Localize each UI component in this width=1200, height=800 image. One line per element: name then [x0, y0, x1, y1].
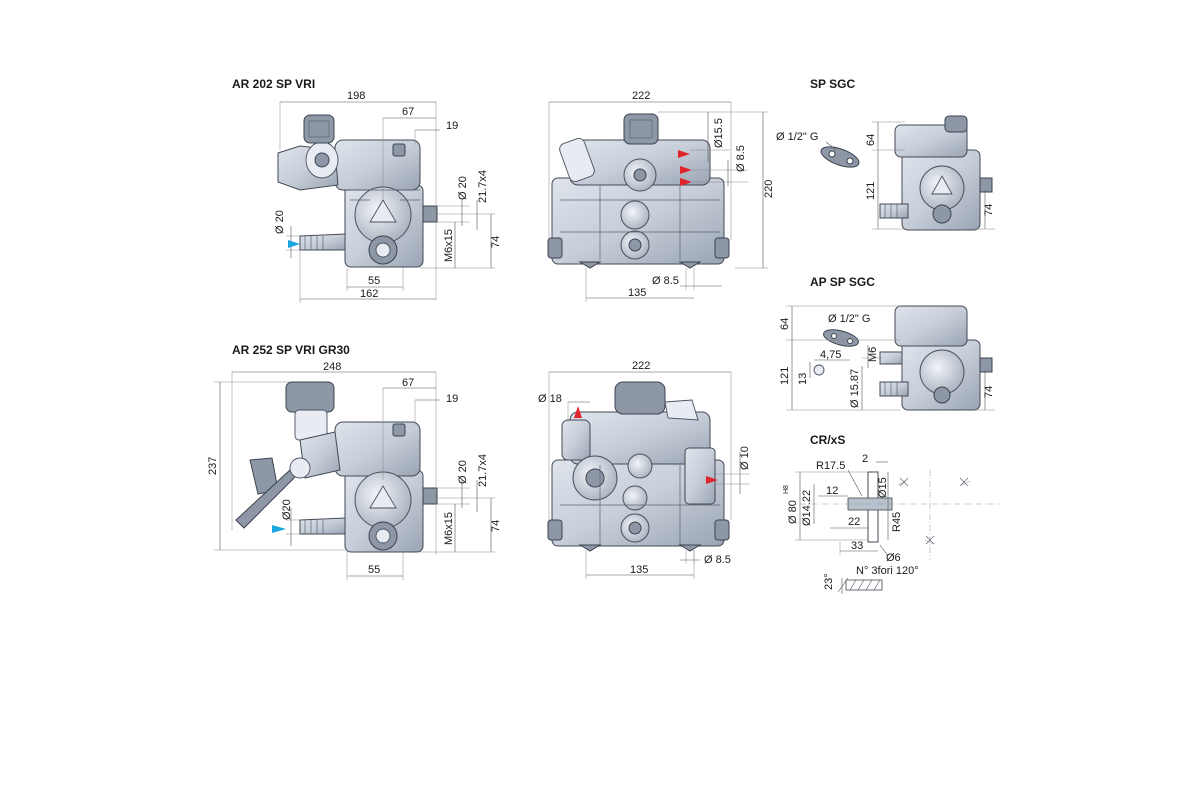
cr-xs-dim-12: 12	[826, 485, 838, 497]
ap-sp-sgc-dim-d15-87: Ø 15.87	[849, 369, 861, 408]
cr-xs-flange-drawing	[800, 470, 1000, 591]
ar202-front-dim-220: 220	[763, 180, 775, 198]
ar252-pump-side-view	[235, 381, 438, 553]
ar202-front-dim-222: 222	[632, 90, 650, 102]
ar252-front-group: 222 Ø 18 Ø 10 Ø 8.5 135	[538, 360, 751, 579]
sp-sgc-dim-port: Ø 1/2" G	[776, 131, 818, 143]
cr-xs-group: CR/xS 2 R17.5 12 Ø15 Ø 80 H8	[783, 433, 1000, 594]
sp-sgc-title: SP SGC	[810, 77, 855, 91]
ar252-dimensions: 248 67 19 237 Ø 20 21.7x4 Ø20 M6x15	[207, 361, 502, 580]
cr-xs-dim-33: 33	[851, 540, 863, 552]
ar202-front-dim-d8-5h: Ø 8.5	[652, 275, 679, 287]
ar252-front-dim-d8-5: Ø 8.5	[704, 554, 731, 566]
ar252-front-dimensions: 222 Ø 18 Ø 10 Ø 8.5 135	[538, 360, 751, 579]
ar202-dim-67: 67	[402, 106, 414, 118]
cr-xs-dim-tol: H8	[783, 485, 790, 494]
ar252-front-dim-d18: Ø 18	[538, 393, 562, 405]
ar252-dim-d20b: Ø20	[281, 499, 293, 520]
ar202-dim-d20a: Ø 20	[457, 176, 469, 200]
ap-sp-sgc-dim-74: 74	[983, 386, 995, 398]
cr-xs-dimensions: 2 R17.5 12 Ø15 Ø 80 H8 Ø14.22 22 R45 33 …	[783, 453, 919, 594]
sp-sgc-dimensions: Ø 1/2" G 64 121 74	[776, 121, 995, 230]
cr-xs-dim-d80: Ø 80	[787, 500, 799, 524]
ar202-dimensions: 198 67 19 Ø 20 21.7x4 Ø 20 M6x15 74	[274, 90, 502, 303]
ar202-dim-198: 198	[347, 90, 365, 102]
ar252-inlet-arrow	[272, 525, 286, 533]
ar202-dim-19: 19	[446, 120, 458, 132]
ar252-front-dim-222: 222	[632, 360, 650, 372]
ar252-pump-front-view	[547, 381, 730, 552]
ar202-group: AR 202 SP VRI 198	[232, 77, 502, 303]
ar202-dim-162: 162	[360, 288, 378, 300]
sp-sgc-dim-121: 121	[865, 182, 877, 200]
ar202-front-dim-d8-5v: Ø 8.5	[735, 145, 747, 172]
sp-sgc-group: SP SGC Ø 1/2" G 64 121	[776, 77, 995, 231]
ar202-title: AR 202 SP VRI	[232, 77, 315, 91]
ap-sp-sgc-group: AP SP SGC 64 Ø 1/2" G 4,75 M6	[779, 275, 995, 411]
ar202-dim-thread: 21.7x4	[477, 170, 489, 203]
ar202-dim-74: 74	[490, 236, 502, 248]
sp-sgc-pump-view	[820, 115, 993, 231]
ar252-dim-19: 19	[446, 393, 458, 405]
ar252-dim-m6: M6x15	[443, 512, 455, 545]
cr-xs-dim-22: 22	[848, 516, 860, 528]
ar252-dim-67: 67	[402, 377, 414, 389]
ap-sp-sgc-title: AP SP SGC	[810, 275, 875, 289]
ap-sp-sgc-dimensions: 64 Ø 1/2" G 4,75 M6 121 13 Ø 15.87 74	[779, 305, 995, 411]
ar252-dim-237: 237	[207, 457, 219, 475]
ar202-dim-m6: M6x15	[443, 229, 455, 262]
ar252-dim-248: 248	[323, 361, 341, 373]
cr-xs-dim-a23: 23°	[823, 573, 835, 590]
cr-xs-title: CR/xS	[810, 433, 845, 447]
ar202-dim-d20b: Ø 20	[274, 210, 286, 234]
cr-xs-dim-2: 2	[862, 453, 868, 465]
ar202-front-group: 222 Ø15.5 Ø 8.5 220 Ø 8.5 135	[547, 90, 775, 302]
ar202-front-dim-d15-5: Ø15.5	[713, 118, 725, 148]
cr-xs-dim-d15: Ø15	[877, 477, 889, 498]
ar252-front-dim-135: 135	[630, 564, 648, 576]
ar252-group: AR 252 SP VRI GR30 248	[207, 343, 502, 580]
ar252-title: AR 252 SP VRI GR30	[232, 343, 350, 357]
cr-xs-dim-d14-22: Ø14.22	[801, 490, 813, 526]
cr-xs-dim-d6: Ø6	[886, 552, 901, 564]
ar252-front-dim-d10: Ø 10	[739, 446, 751, 470]
ap-sp-sgc-dim-121: 121	[779, 367, 791, 385]
ap-sp-sgc-dim-m6: M6	[867, 347, 879, 362]
ap-sp-sgc-dim-4-75: 4,75	[820, 349, 841, 361]
sp-sgc-dim-64: 64	[865, 134, 877, 146]
ar252-dim-55: 55	[368, 564, 380, 576]
ar202-pump-side-view	[277, 114, 438, 268]
ar202-front-dimensions: 222 Ø15.5 Ø 8.5 220 Ø 8.5 135	[548, 90, 775, 302]
ar202-dim-55: 55	[368, 275, 380, 287]
sp-sgc-dim-74: 74	[983, 204, 995, 216]
cr-xs-dim-r17-5: R17.5	[816, 460, 845, 472]
ar202-inlet-arrow	[288, 240, 300, 248]
cr-xs-dim-holes: N° 3fori 120°	[856, 565, 919, 577]
ar202-front-dim-135: 135	[628, 287, 646, 299]
ar252-dim-74: 74	[490, 520, 502, 532]
ap-sp-sgc-dim-64: 64	[779, 318, 791, 330]
ar252-dim-thread: 21.7x4	[477, 454, 489, 487]
ap-sp-sgc-dim-13: 13	[797, 373, 809, 385]
cr-xs-dim-r45: R45	[891, 512, 903, 532]
ar252-dim-d20a: Ø 20	[457, 460, 469, 484]
ap-sp-sgc-pump-view	[813, 305, 993, 411]
ar202-pump-front-view	[547, 113, 730, 269]
ap-sp-sgc-dim-port: Ø 1/2" G	[828, 313, 870, 325]
